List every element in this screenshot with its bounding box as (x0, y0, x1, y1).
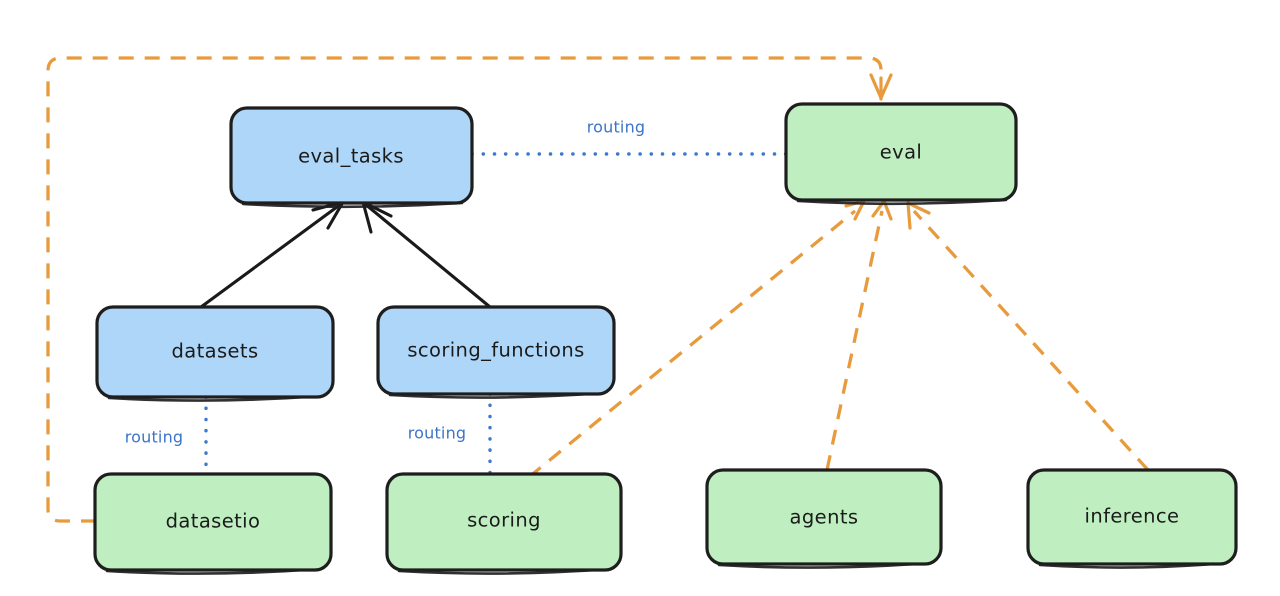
edge-datasets-to-eval-tasks-path (199, 202, 343, 309)
edge-agents-to-eval[interactable] (825, 199, 893, 471)
node-datasetio[interactable]: datasetio (93, 472, 333, 575)
edge-label-datasets-routing: routing (125, 428, 184, 447)
node-inference-box (1026, 468, 1238, 566)
node-scoring-label: scoring (467, 509, 541, 532)
edge-inference-to-eval-path (912, 209, 1150, 472)
node-inference-label: inference (1085, 505, 1180, 528)
node-scoring-functions-label: scoring_functions (407, 339, 584, 362)
edge-scoring-functions-to-scoring[interactable]: routing (408, 392, 492, 476)
edge-datasetio-to-eval[interactable] (46, 56, 893, 523)
node-agents-box (705, 468, 943, 566)
node-scoring-functions[interactable]: scoring_functions (376, 305, 616, 399)
node-eval-label: eval (880, 141, 923, 164)
node-eval-tasks-box (229, 106, 474, 205)
node-datasets[interactable]: datasets (95, 305, 335, 402)
edge-datasets-to-datasetio[interactable]: routing (125, 395, 208, 476)
node-datasets-label: datasets (171, 340, 258, 363)
edge-datasetio-to-eval-path (46, 56, 883, 523)
edge-inference-to-eval[interactable] (906, 201, 1150, 472)
node-datasets-box (95, 305, 335, 399)
edge-eval-tasks-to-eval[interactable]: routing (470, 118, 788, 156)
node-scoring-functions-box (376, 305, 616, 396)
node-datasetio-label: datasetio (166, 510, 261, 533)
node-scoring[interactable]: scoring (385, 472, 623, 575)
node-agents-label: agents (790, 506, 859, 529)
edge-scoring-functions-to-eval-tasks-path (363, 202, 492, 309)
node-eval-box (784, 102, 1018, 202)
node-eval-tasks-label: eval_tasks (298, 145, 404, 168)
node-inference[interactable]: inference (1026, 468, 1238, 569)
edge-agents-to-eval-path (825, 210, 884, 471)
edge-datasets-to-eval-tasks[interactable] (199, 200, 345, 309)
node-group: eval_tasks eval datasets scoring_functio… (93, 102, 1238, 575)
edge-label-eval-tasks-routing: routing (587, 118, 646, 137)
node-eval-tasks[interactable]: eval_tasks (229, 106, 474, 209)
node-eval[interactable]: eval (784, 102, 1018, 206)
edge-scoring-functions-to-eval-tasks[interactable] (361, 200, 492, 309)
node-agents[interactable]: agents (705, 468, 943, 569)
edge-scoring-to-eval-path (527, 209, 857, 479)
edge-label-scoring-functions-routing: routing (408, 424, 467, 443)
node-scoring-box (385, 472, 623, 572)
edge-group-solid-black (199, 200, 492, 309)
node-datasetio-box (93, 472, 333, 572)
edge-group-dotted-blue: routing routing routing (125, 118, 788, 476)
